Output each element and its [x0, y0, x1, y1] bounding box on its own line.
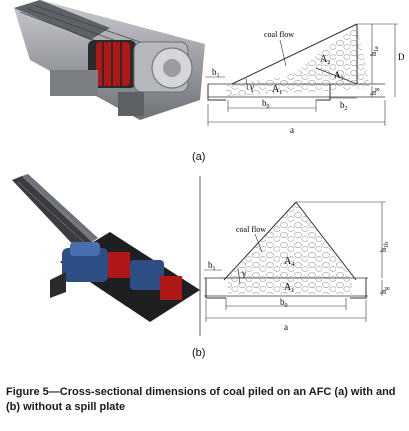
dim-h1a-label: h1a [369, 46, 380, 56]
dim-h1b-label: h1b [379, 242, 390, 252]
gamma-label-a: γ [249, 82, 254, 92]
panel-a: coal flow b1 γ A1 A2 A3 b0 b2 a h1a hg D… [0, 0, 409, 165]
coal-pile-left-slope-b [223, 201, 297, 281]
dim-a-label-b: a [284, 322, 288, 332]
area-A2-label: A2 [320, 54, 330, 66]
area-A4-label: A4 [284, 256, 294, 268]
dim-b0-label-a: b0 [262, 98, 270, 110]
dim-b0-label-b: b0 [280, 297, 288, 309]
dim-b1-label-a: b1 [212, 67, 220, 79]
panel-a-svg: coal flow b1 γ A1 A2 A3 b0 b2 a h1a hg D [14, 0, 405, 135]
dim-D-label: D [398, 52, 405, 62]
coal-flow-label-b: coal flow [236, 225, 266, 234]
panel-b-label: (b) [192, 347, 206, 359]
dim-a-label-a: a [290, 125, 294, 135]
dim-b1-label-b: b1 [208, 260, 216, 272]
area-A3-label: A3 [334, 70, 344, 82]
coal-pile-left-slope [231, 23, 358, 85]
coal-pile-right-slope-b [295, 201, 357, 281]
area-A1-label-a: A1 [272, 84, 282, 96]
cross-section-diagram-b [199, 176, 386, 336]
afc-photo-with-spill-plate [14, 0, 205, 120]
dim-hg-label-a: hg [369, 88, 380, 95]
panel-b: coal flow b1 γ A4 A1 b0 a h1b hg [0, 172, 409, 342]
figure-caption: Figure 5—Cross-sectional dimensions of c… [6, 386, 396, 413]
afc-photo-without-spill-plate [12, 174, 200, 322]
area-A1-label-b: A1 [284, 282, 294, 294]
cross-section-diagram-a [205, 23, 398, 126]
dim-hg-label-b: hg [379, 287, 390, 294]
coal-flow-label-a: coal flow [264, 30, 294, 39]
panel-a-label: (a) [192, 151, 206, 163]
dim-b2-label: b2 [340, 100, 348, 112]
gamma-label-b: γ [241, 268, 246, 278]
panel-b-svg: coal flow b1 γ A4 A1 b0 a h1b hg [12, 174, 390, 336]
